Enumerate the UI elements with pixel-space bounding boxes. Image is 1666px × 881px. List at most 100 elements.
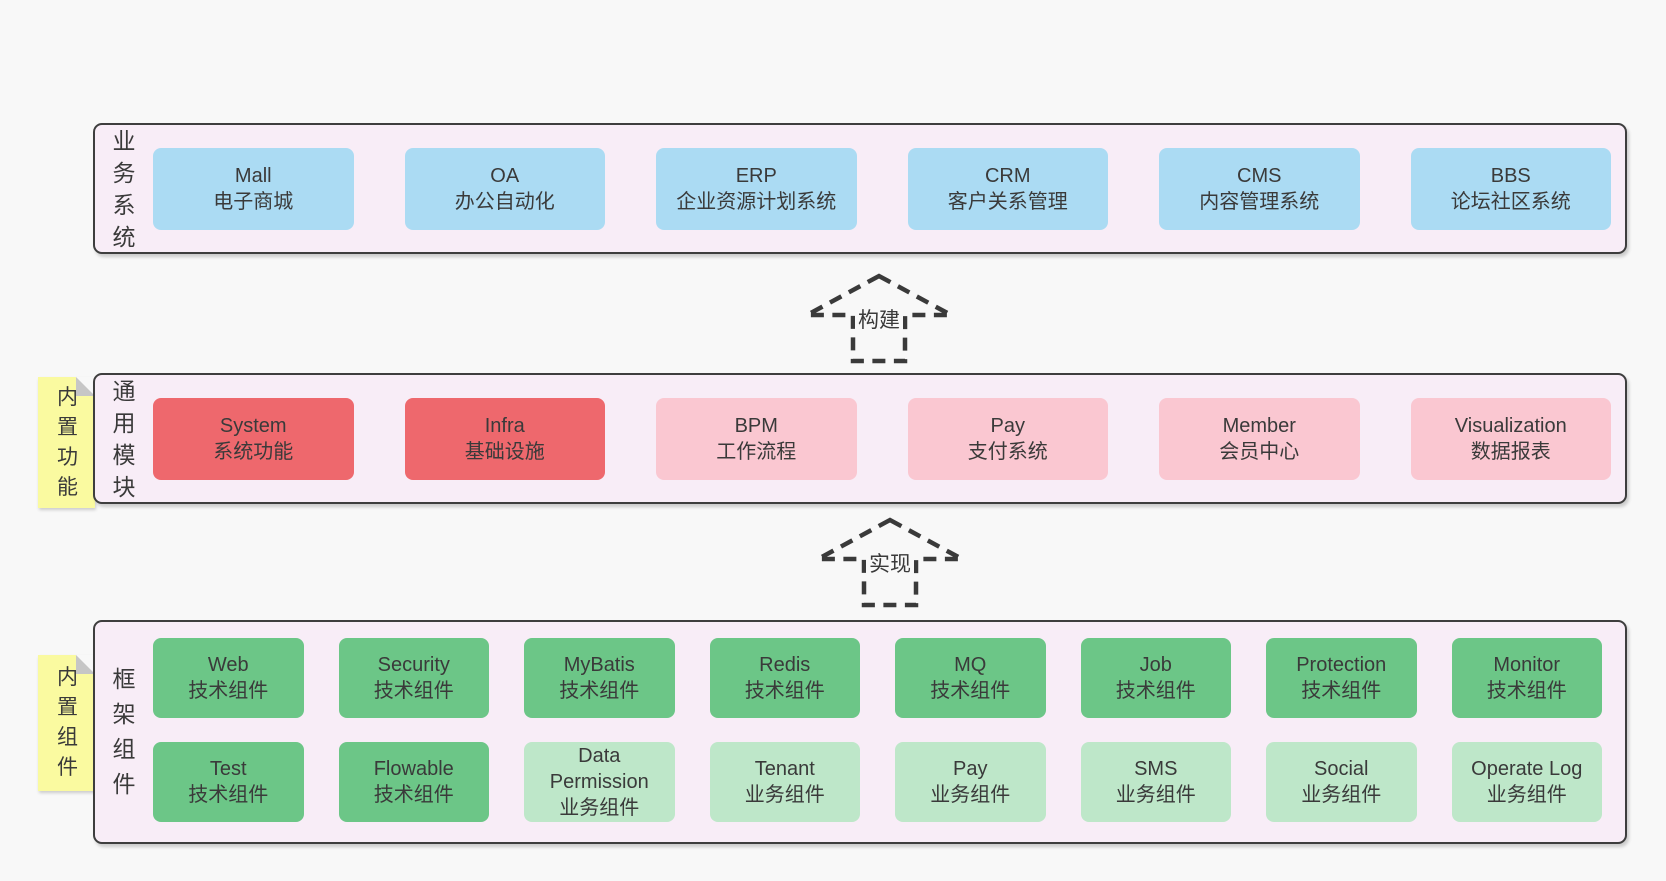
node-name: Operate Log bbox=[1471, 758, 1583, 780]
node-subtitle: 技术组件 bbox=[188, 784, 269, 806]
arrow-implement-label: 实现 bbox=[866, 551, 914, 578]
node-subtitle: 业务组件 bbox=[1115, 784, 1196, 806]
node-name: Security bbox=[377, 654, 450, 676]
band-title-vertical: 业务系统 bbox=[95, 125, 153, 252]
node-name: Flowable bbox=[373, 758, 454, 780]
node-name: Pay bbox=[953, 758, 988, 780]
node-subtitle: 技术组件 bbox=[1115, 680, 1196, 702]
sticky-note-char: 内 bbox=[57, 666, 78, 689]
node-subtitle: 技术组件 bbox=[930, 680, 1011, 702]
node-flowable: Flowable 技术组件 bbox=[338, 742, 489, 822]
node-mybatis: MyBatis 技术组件 bbox=[524, 638, 675, 718]
node-subtitle: 基础设施 bbox=[464, 440, 545, 463]
node-name: MQ bbox=[954, 654, 987, 676]
band-title-vertical: 通用模块 bbox=[95, 375, 153, 502]
node-name: Protection bbox=[1296, 654, 1387, 676]
node-member: Member 会员中心 bbox=[1159, 397, 1360, 480]
node-name: CMS bbox=[1237, 164, 1282, 187]
node-name: CRM bbox=[984, 164, 1031, 187]
sticky-note-char: 件 bbox=[57, 756, 78, 779]
sticky-note-char: 内 bbox=[57, 385, 78, 409]
node-mq: MQ 技术组件 bbox=[895, 638, 1046, 718]
node-erp: ERP 企业资源计划系统 bbox=[656, 147, 857, 230]
arrow-build: 构建 bbox=[804, 273, 954, 365]
node-subtitle: 业务组件 bbox=[559, 797, 640, 819]
node-web: Web 技术组件 bbox=[153, 638, 304, 718]
node-name: Job bbox=[1139, 654, 1172, 676]
node-bpm: BPM 工作流程 bbox=[656, 397, 857, 480]
node-bbs: BBS 论坛社区系统 bbox=[1410, 147, 1611, 230]
node-subtitle: 电子商城 bbox=[213, 190, 294, 213]
node-name: Web bbox=[207, 654, 249, 676]
band-title-char: 业 bbox=[112, 127, 136, 154]
node-subtitle: 内容管理系统 bbox=[1199, 190, 1320, 213]
node-name: Test bbox=[209, 758, 247, 780]
dashed-up-arrow-icon bbox=[816, 517, 964, 608]
band-title-char: 通 bbox=[112, 377, 136, 404]
node-test: Test 技术组件 bbox=[153, 742, 304, 822]
node-name: Data Permission bbox=[549, 745, 649, 793]
node-subtitle: 技术组件 bbox=[188, 680, 269, 702]
sticky-note-char: 置 bbox=[57, 696, 78, 719]
node-subtitle: 技术组件 bbox=[373, 784, 454, 806]
node-name: MyBatis bbox=[563, 654, 635, 676]
node-name: Infra bbox=[484, 414, 525, 437]
node-subtitle: 工作流程 bbox=[716, 440, 797, 463]
node-name: Mall bbox=[234, 164, 272, 187]
band-title-char: 件 bbox=[112, 771, 136, 797]
band-title-char: 架 bbox=[112, 701, 136, 727]
node-subtitle: 业务组件 bbox=[744, 784, 825, 806]
node-subtitle: 业务组件 bbox=[1486, 784, 1567, 806]
band-title-vertical: 框架组件 bbox=[95, 622, 153, 842]
sticky-note-char: 能 bbox=[57, 475, 78, 499]
band-title-char: 统 bbox=[112, 223, 136, 250]
node-mall: Mall 电子商城 bbox=[153, 147, 354, 230]
node-subtitle: 会员中心 bbox=[1219, 440, 1300, 463]
node-subtitle: 企业资源计划系统 bbox=[676, 190, 837, 213]
node-name: Redis bbox=[759, 654, 811, 676]
node-name: Tenant bbox=[754, 758, 815, 780]
node-name: SMS bbox=[1134, 758, 1178, 780]
node-name: BBS bbox=[1490, 164, 1531, 187]
node-subtitle: 论坛社区系统 bbox=[1450, 190, 1571, 213]
sticky-note-framework-components: 内置组件 bbox=[38, 655, 95, 791]
band-title-char: 用 bbox=[112, 409, 136, 436]
sticky-note-char: 组 bbox=[57, 726, 78, 749]
node-tenant: Tenant 业务组件 bbox=[709, 742, 860, 822]
band-title-char: 模 bbox=[112, 441, 136, 468]
node-name: BPM bbox=[734, 414, 778, 437]
node-name: Pay bbox=[990, 414, 1025, 437]
node-cms: CMS 内容管理系统 bbox=[1159, 147, 1360, 230]
node-subtitle: 技术组件 bbox=[1486, 680, 1567, 702]
band-title-char: 组 bbox=[112, 736, 136, 762]
node-job: Job 技术组件 bbox=[1080, 638, 1231, 718]
sticky-note-common-modules: 内置功能 bbox=[38, 377, 95, 508]
node-name: Member bbox=[1222, 414, 1296, 437]
node-name: ERP bbox=[735, 164, 777, 187]
node-data-permission: Data Permission 业务组件 bbox=[524, 742, 675, 822]
node-operate-log: Operate Log 业务组件 bbox=[1451, 742, 1602, 822]
sticky-note-char: 置 bbox=[57, 415, 78, 439]
band-title-char: 块 bbox=[112, 473, 136, 500]
node-name: OA bbox=[490, 164, 520, 187]
node-name: System bbox=[219, 414, 287, 437]
arrow-build-label: 构建 bbox=[855, 307, 903, 334]
node-subtitle: 技术组件 bbox=[559, 680, 640, 702]
